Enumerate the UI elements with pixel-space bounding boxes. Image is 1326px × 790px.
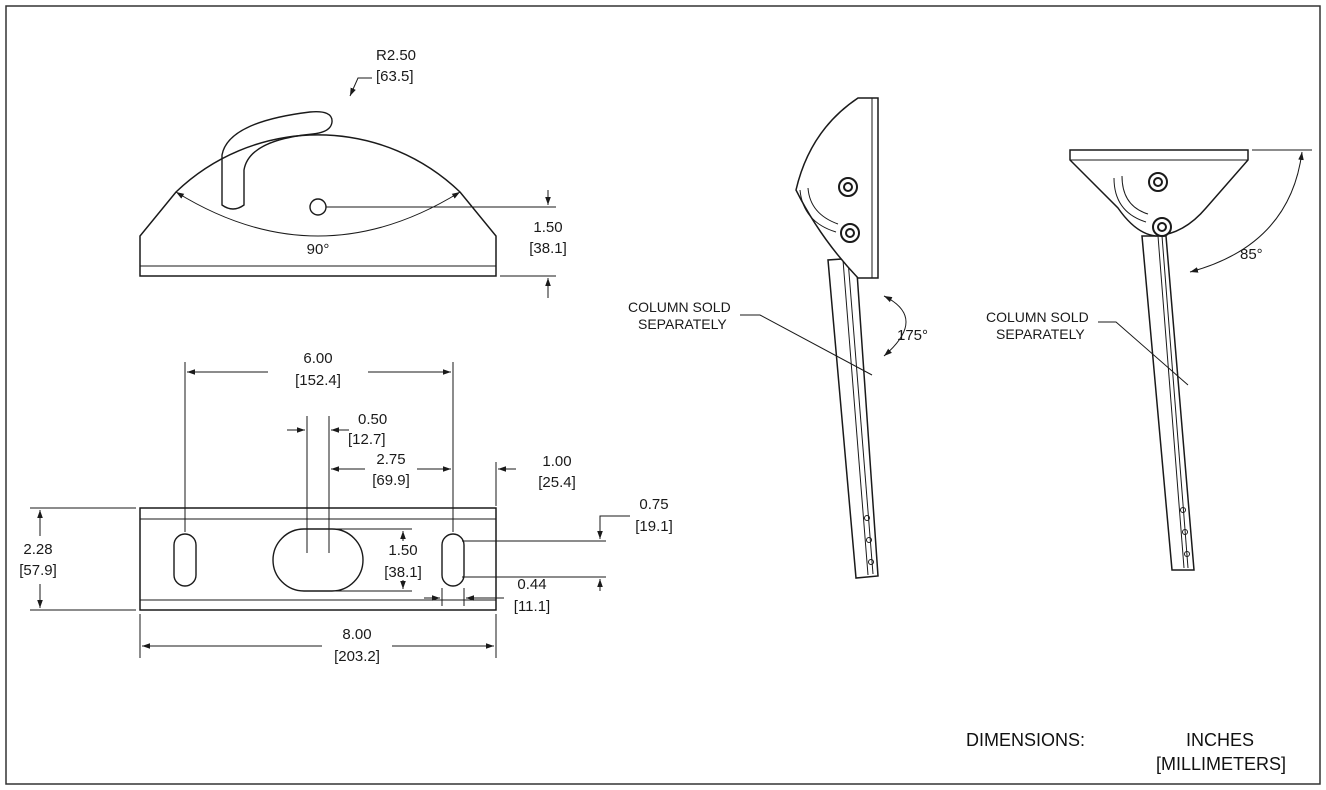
bracket-arc-slot bbox=[1113, 175, 1149, 223]
note-leader bbox=[1098, 321, 1189, 386]
hole-width-in: 0.44 bbox=[517, 576, 546, 593]
column-note-line1: COLUMN SOLD bbox=[628, 299, 731, 315]
angle-arc-85 bbox=[1189, 151, 1304, 273]
column-hole bbox=[864, 515, 870, 521]
edge-offset-mm: [25.4] bbox=[538, 474, 576, 491]
center-slot bbox=[272, 528, 364, 592]
height-dim-mm: [38.1] bbox=[529, 240, 567, 257]
dimension-line bbox=[597, 515, 630, 539]
bolt-upper-inner bbox=[1153, 177, 1163, 187]
column-hole bbox=[868, 559, 874, 565]
angle-label-175: 175° bbox=[897, 327, 928, 344]
edge-offset-in: 1.00 bbox=[542, 453, 571, 470]
center-offset-in: 2.75 bbox=[376, 451, 405, 468]
column-center-line bbox=[842, 259, 869, 576]
side-view-85: 85° COLUMN SOLD SEPARATELY bbox=[986, 149, 1312, 571]
hole-spacing-in: 6.00 bbox=[303, 350, 332, 367]
column bbox=[1141, 235, 1195, 571]
angle-arc-175 bbox=[883, 295, 907, 357]
radius-leader bbox=[349, 77, 372, 97]
slot-length-mm: [19.1] bbox=[635, 518, 673, 535]
column-center-line bbox=[1157, 235, 1185, 569]
side-view-175: 175° COLUMN SOLD SEPARATELY bbox=[628, 97, 928, 579]
column-center-line bbox=[847, 259, 874, 575]
arc-slot bbox=[221, 111, 333, 210]
column-note-line1: COLUMN SOLD bbox=[986, 309, 1089, 325]
front-view: 1.50 [38.1] 90° R2.50 [63.5] bbox=[139, 47, 567, 298]
mounting-slot-right bbox=[441, 533, 465, 587]
column-hole bbox=[1180, 507, 1186, 513]
radius-dim-in: R2.50 bbox=[376, 47, 416, 64]
slot-width-mm: [12.7] bbox=[348, 431, 386, 448]
units-label: DIMENSIONS: bbox=[966, 730, 1085, 750]
width-dim-in: 2.28 bbox=[23, 541, 52, 558]
units-legend: DIMENSIONS: INCHES [MILLIMETERS] bbox=[966, 730, 1286, 774]
slot-length-in: 0.75 bbox=[639, 496, 668, 513]
angle-label-85: 85° bbox=[1240, 246, 1263, 263]
bolt-lower-inner bbox=[1157, 222, 1167, 232]
column-hole bbox=[1182, 529, 1188, 535]
bracket-front-outline bbox=[139, 134, 497, 277]
note-leader bbox=[740, 314, 873, 376]
angle-arc bbox=[175, 191, 461, 237]
bolt-upper-inner bbox=[843, 182, 853, 192]
column-hole bbox=[1184, 551, 1190, 557]
column-note-line2: SEPARATELY bbox=[638, 316, 727, 332]
center-offset-mm: [69.9] bbox=[372, 472, 410, 489]
hole-width-mm: [11.1] bbox=[514, 598, 550, 615]
angle-label: 90° bbox=[307, 241, 330, 258]
column-note-line2: SEPARATELY bbox=[996, 326, 1085, 342]
column bbox=[827, 257, 879, 579]
height-dim-in: 1.50 bbox=[533, 219, 562, 236]
center-slot-in: 1.50 bbox=[388, 542, 417, 559]
bolt-lower-inner bbox=[845, 228, 855, 238]
width-dim-mm: [57.9] bbox=[19, 562, 57, 579]
length-dim-mm: [203.2] bbox=[334, 648, 380, 665]
units-primary: INCHES bbox=[1186, 730, 1254, 750]
length-dim-in: 8.00 bbox=[342, 626, 371, 643]
column-hole bbox=[866, 537, 872, 543]
bracket-top-outline bbox=[139, 507, 497, 611]
drawing-border bbox=[5, 5, 1321, 785]
center-slot-mm: [38.1] bbox=[384, 564, 422, 581]
slot-width-in: 0.50 bbox=[358, 411, 387, 428]
top-view: 6.00 [152.4] 0.50 [12.7] 2.75 [69.9] 1.0… bbox=[19, 350, 673, 665]
mounting-slot-left bbox=[173, 533, 197, 587]
radius-dim-mm: [63.5] bbox=[376, 68, 414, 85]
bracket-arc-slot bbox=[799, 187, 839, 233]
hole-spacing-mm: [152.4] bbox=[295, 372, 341, 389]
units-secondary: [MILLIMETERS] bbox=[1156, 754, 1286, 774]
